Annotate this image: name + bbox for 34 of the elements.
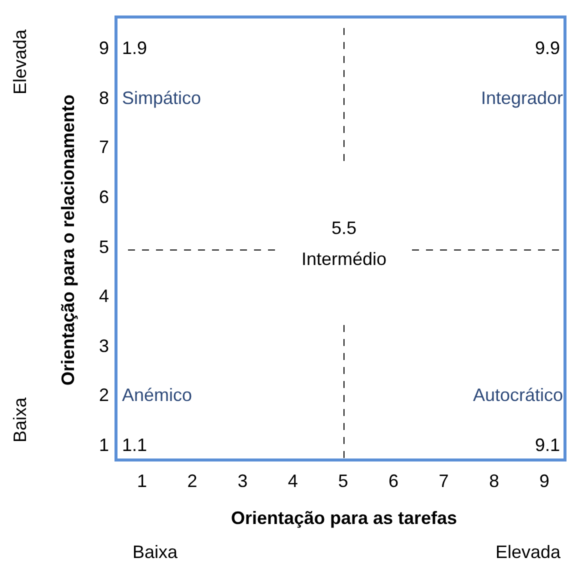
axis-end-label: Elevada xyxy=(11,29,29,95)
grid-coordinate: 1.1 xyxy=(122,436,148,454)
grid-coordinate: 5.5 xyxy=(331,219,357,237)
style-label: Integrador xyxy=(480,88,563,107)
tick-label: 4 xyxy=(288,472,298,490)
tick-label: 9 xyxy=(539,472,550,490)
tick-label: 7 xyxy=(438,472,449,490)
tick-label: 6 xyxy=(388,472,398,490)
tick-label: 5 xyxy=(99,238,109,256)
tick-label: 3 xyxy=(99,336,109,355)
axis-end-label: Baixa xyxy=(132,543,178,561)
grid-coordinate: 1.9 xyxy=(122,39,148,58)
tick-label: 8 xyxy=(489,472,500,490)
style-label: Intermédio xyxy=(301,250,387,268)
axis-end-label: Baixa xyxy=(11,397,29,443)
tick-label: 5 xyxy=(338,472,348,490)
tick-label: 7 xyxy=(99,138,109,156)
tick-label: 3 xyxy=(238,472,248,490)
grid-coordinate: 9.9 xyxy=(534,39,560,58)
tick-label: 2 xyxy=(99,386,109,404)
style-label: Simpático xyxy=(122,88,202,107)
axis-end-label: Elevada xyxy=(495,543,561,561)
tick-label: 8 xyxy=(99,88,109,107)
grid-coordinate: 9.1 xyxy=(534,436,560,454)
style-label: Autocrático xyxy=(472,386,563,404)
style-label: Anémico xyxy=(122,386,192,404)
axis-title: Orientação para as tarefas xyxy=(230,509,458,527)
axis-title: Orientação para o relacionamento xyxy=(59,94,77,386)
tick-label: 2 xyxy=(187,472,198,490)
tick-label: 4 xyxy=(99,287,109,306)
tick-label: 9 xyxy=(99,39,109,58)
tick-label: 6 xyxy=(99,188,109,206)
tick-label: 1 xyxy=(137,472,147,490)
tick-label: 1 xyxy=(99,436,109,454)
